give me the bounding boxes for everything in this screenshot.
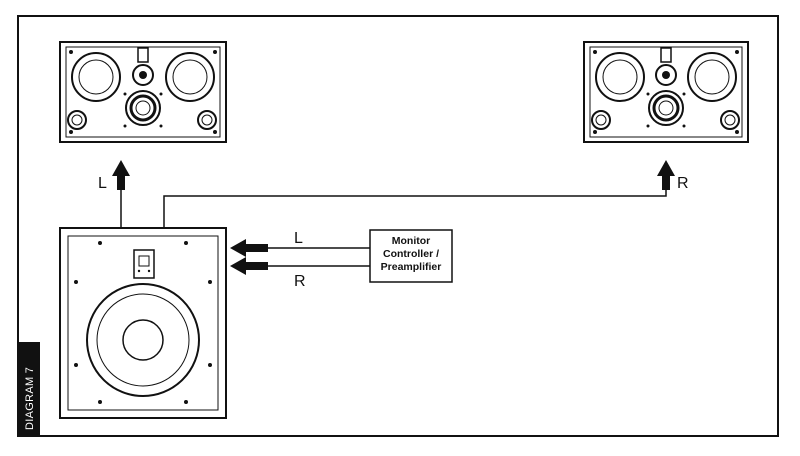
right-input-label: R [294,273,306,290]
right-monitor-port-1 [591,110,611,130]
output-wiring [120,190,667,228]
left-monitor-midrange [125,90,161,126]
subwoofer-driver [86,283,200,397]
right-output-label: R [677,175,689,192]
right-monitor-midrange [648,90,684,126]
right-monitor-super-tweeter [660,47,672,63]
right-monitor-tweeter [655,64,677,86]
subwoofer-input-panel [133,249,155,279]
monitor-controller-box: Monitor Controller / Preamplifier [369,229,453,283]
left-input-arrow [230,239,268,257]
right-monitor-woofer-1 [595,52,645,102]
left-monitor-tweeter [132,64,154,86]
diagram-tab: DIAGRAM 7 [18,342,40,436]
left-main-monitor [59,41,227,143]
subwoofer [59,227,227,419]
left-output-arrow [112,160,130,190]
left-monitor-woofer-1 [71,52,121,102]
right-input-arrow [230,257,268,275]
left-input-label: L [294,230,303,247]
left-monitor-woofer-2 [165,52,215,102]
diagram-frame [17,15,779,437]
left-monitor-port-1 [67,110,87,130]
left-monitor-port-2 [197,110,217,130]
left-output-label: L [98,175,107,192]
right-output-arrow [657,160,675,190]
controller-line-3: Preamplifier [381,261,442,273]
right-monitor-port-2 [720,110,740,130]
diagram-tab-label: DIAGRAM 7 [24,367,36,430]
left-monitor-super-tweeter [137,47,149,63]
right-monitor-woofer-2 [687,52,737,102]
controller-line-2: Controller / [383,248,439,260]
controller-line-1: Monitor [392,235,431,247]
right-main-monitor [583,41,749,143]
